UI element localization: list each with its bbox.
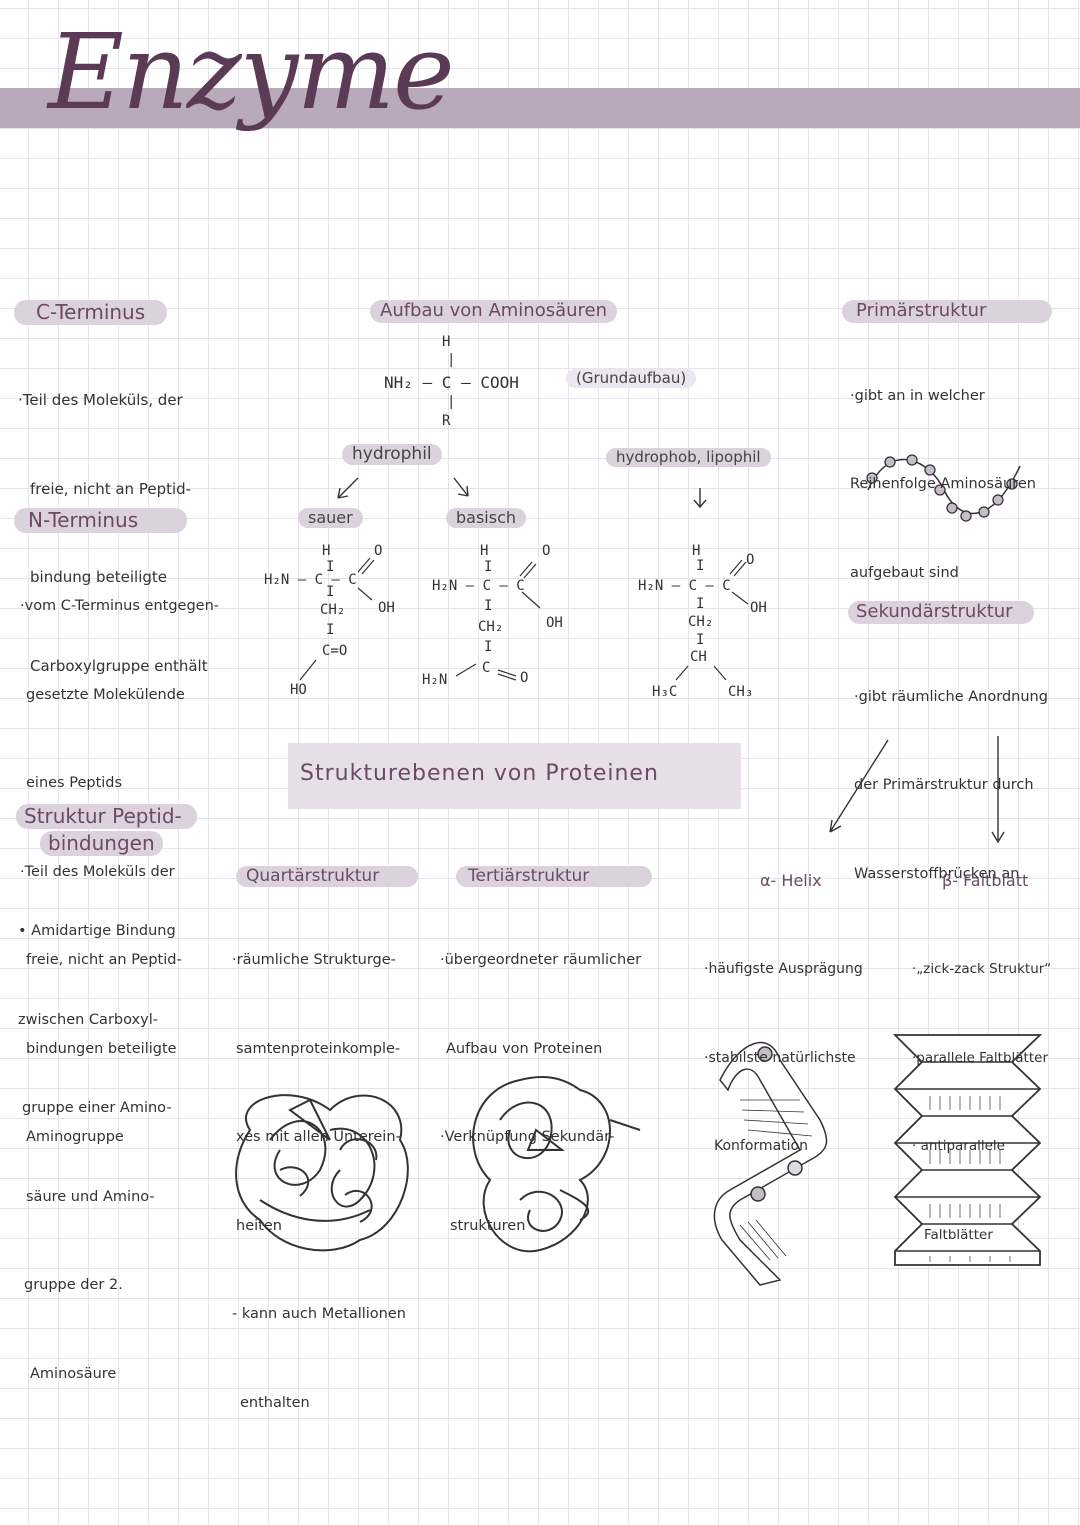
svg-text:O: O <box>746 552 754 568</box>
arrow-faltblatt-icon <box>991 736 1005 844</box>
quartaer-section: Quartärstruktur ·räumliche Strukturge- s… <box>232 866 418 1477</box>
primaer-heading: Primärstruktur <box>842 300 1052 323</box>
primaerstruktur-chain-icon <box>866 454 1021 522</box>
svg-text:I: I <box>326 559 334 575</box>
grundaufbau-label: (Grundaufbau) <box>566 369 697 388</box>
svg-text:H₂N – C – C: H₂N – C – C <box>432 578 525 594</box>
arrow-helix-icon <box>829 739 889 833</box>
formula-bond-bottom: | <box>447 394 456 410</box>
svg-text:CH₂: CH₂ <box>478 619 503 635</box>
hydrophob-label: hydrophob, lipophil <box>606 448 771 467</box>
primaer-section: Primärstruktur ·gibt an in welcher Reihe… <box>842 300 1052 647</box>
svg-text:H₂N – C – C: H₂N – C – C <box>264 572 357 588</box>
faltblatt-section: β- Faltblatt ·„zick-zack Struktur“ ·para… <box>912 866 1051 1309</box>
alpha-helix-icon <box>713 1041 828 1286</box>
svg-text:H₃C: H₃C <box>652 684 677 700</box>
quartaerstruktur-icon <box>235 1094 409 1252</box>
svg-text:OH: OH <box>750 600 767 616</box>
tertiaer-text: ·übergeordneter räumlicher Aufbau von Pr… <box>440 952 642 1234</box>
peptid-text: • Amidartige Bindung zwischen Carboxyl- … <box>18 923 176 1382</box>
helix-section: α- Helix ·häufigste Ausprägung ·stabilst… <box>704 866 863 1221</box>
tertiaer-section: Tertiärstruktur ·übergeordneter räumlich… <box>440 866 652 1300</box>
faltblatt-text: ·„zick-zack Struktur“ ·parallele Faltblä… <box>912 961 1052 1243</box>
formula-h: H <box>442 334 451 350</box>
c-terminus-text: ·Teil des Moleküls, der freie, nicht an … <box>18 391 208 675</box>
svg-text:I: I <box>696 632 704 648</box>
primaer-text: ·gibt an in welcher Reihenfolge Aminosäu… <box>850 387 1036 581</box>
svg-text:CH₂: CH₂ <box>688 614 713 630</box>
n-terminus-heading: N-Terminus <box>14 508 187 533</box>
sekundaer-text: ·gibt räumliche Anordnung der Primärstru… <box>854 688 1048 882</box>
svg-text:HO: HO <box>290 682 307 698</box>
beta-faltblatt-icon <box>892 1034 1043 1266</box>
svg-text:I: I <box>696 558 704 574</box>
faltblatt-heading: β- Faltblatt <box>942 871 1029 890</box>
c-terminus-heading: C-Terminus <box>14 300 168 325</box>
svg-text:CH₃: CH₃ <box>728 684 753 700</box>
arrow-basisch-icon <box>453 477 469 497</box>
svg-text:OH: OH <box>546 615 563 631</box>
sekundaer-section: Sekundärstruktur ·gibt räumliche Anordnu… <box>848 601 1048 948</box>
svg-text:OH: OH <box>378 600 395 616</box>
svg-text:I: I <box>326 584 334 600</box>
svg-text:H: H <box>322 543 330 559</box>
svg-text:O: O <box>374 543 382 559</box>
c-terminus-section: C-Terminus ·Teil des Moleküls, der freie… <box>14 300 208 740</box>
svg-text:CH₂: CH₂ <box>320 602 345 618</box>
quartaer-text: ·räumliche Strukturge- samtenproteinkomp… <box>232 952 406 1411</box>
arrow-sauer-icon <box>337 477 359 499</box>
aminosaeuren-heading: Aufbau von Aminosäuren <box>370 300 618 323</box>
svg-text:H₂N – C – C: H₂N – C – C <box>638 578 731 594</box>
title-bar <box>0 88 1080 128</box>
valin-structure: H I H₂N – C – C I CH₂ I CH H₃C CH₃ O OH <box>638 543 767 700</box>
svg-text:O: O <box>542 543 550 559</box>
svg-text:O: O <box>520 670 528 686</box>
basische-aminosaeure-structure: H I H₂N – C – C I CH₂ I H₂N C O O OH <box>422 543 563 688</box>
svg-text:H₂N: H₂N <box>422 672 447 688</box>
svg-text:I: I <box>484 559 492 575</box>
formula-bond-top: | <box>447 352 456 368</box>
page-title: Enzyme <box>48 11 455 133</box>
basisch-label: basisch <box>446 508 527 528</box>
sauer-label: sauer <box>298 508 363 528</box>
formula-main: NH₂ – C – COOH <box>384 373 519 392</box>
strukturebenen-heading: Strukturebenen von Proteinen <box>300 761 659 786</box>
helix-heading: α- Helix <box>760 871 822 890</box>
svg-text:H: H <box>480 543 488 559</box>
n-terminus-section: N-Terminus ·vom C-Terminus entgegen- ges… <box>14 508 219 1212</box>
peptid-section: Struktur Peptid- bindungen • Amidartige … <box>16 804 197 1448</box>
sekundaer-heading: Sekundärstruktur <box>848 601 1034 624</box>
svg-text:I: I <box>484 598 492 614</box>
asparaginsaeure-structure: H I H₂N – C – C I CH₂ I C=O HO O OH <box>264 543 395 698</box>
tertiaerstruktur-icon <box>472 1076 641 1253</box>
hydrophil-label: hydrophil <box>342 444 442 466</box>
n-terminus-text: ·vom C-Terminus entgegen- gesetzte Molek… <box>20 598 220 1145</box>
svg-text:I: I <box>326 622 334 638</box>
svg-text:I: I <box>484 639 492 655</box>
peptid-heading-2: bindungen <box>40 831 163 856</box>
svg-text:C=O: C=O <box>322 643 347 659</box>
peptid-heading-1: Struktur Peptid- <box>16 804 197 829</box>
strukturebenen-box: Strukturebenen von Proteinen <box>288 743 741 809</box>
arrow-hydrophob-icon <box>693 488 707 509</box>
formula-r: R <box>442 413 451 429</box>
helix-text: ·häufigste Ausprägung ·stabilste natürli… <box>704 961 863 1154</box>
svg-text:CH: CH <box>690 649 707 665</box>
quartaer-heading: Quartärstruktur <box>236 866 418 888</box>
tertiaer-heading: Tertiärstruktur <box>456 866 652 888</box>
svg-text:C: C <box>482 660 490 676</box>
svg-text:I: I <box>696 596 704 612</box>
svg-text:H: H <box>692 543 700 559</box>
